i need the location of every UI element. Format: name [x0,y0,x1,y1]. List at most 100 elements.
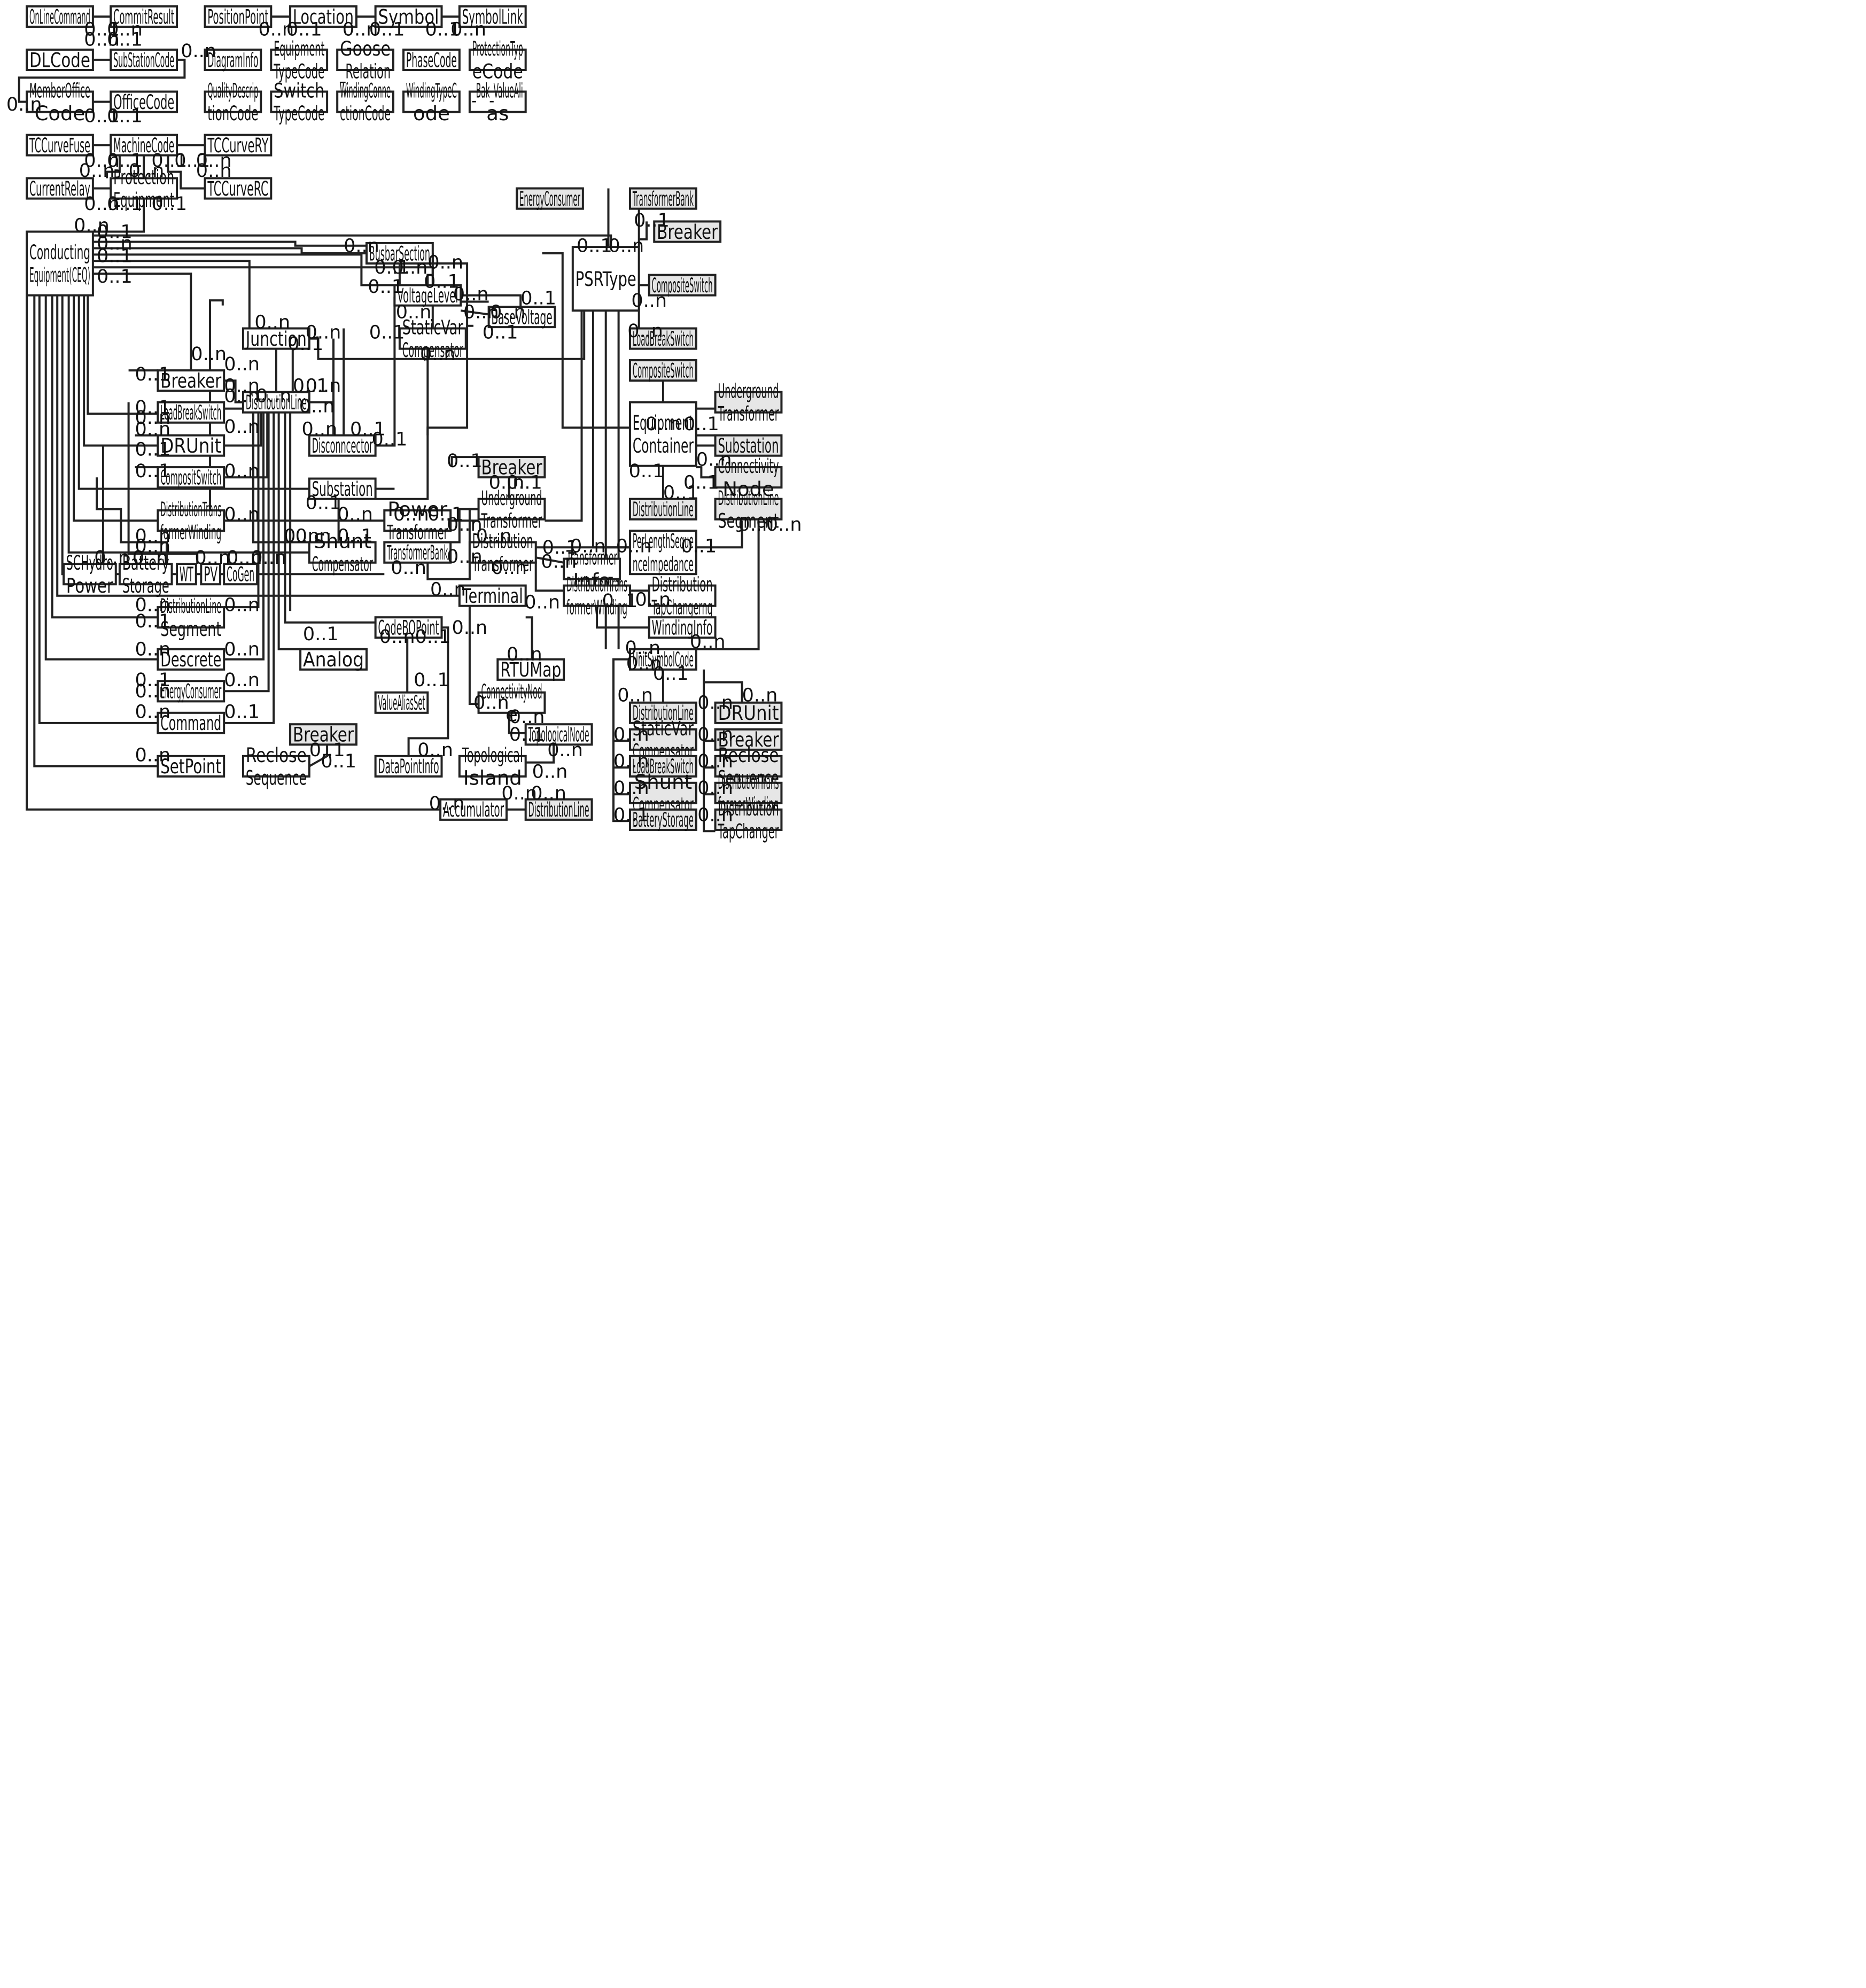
class-name: Protection [113,166,174,189]
association-line [525,744,555,764]
class-drunit: DRUnit [157,434,226,457]
class-box [308,434,377,457]
class-distributionline_shaded_c: DistributionLine [524,798,593,821]
class-name: DistributionLine [528,798,589,821]
multiplicity-label: 0..n [616,536,652,557]
association-line [308,744,329,767]
class-loadbreakswitch: LoadBreakSwitch [157,401,226,424]
class-box [477,498,546,521]
multiplicity-label: 0..n [227,547,262,569]
multiplicity-label: 0..n [447,546,483,568]
class-name: LoadBreakSwitch [633,755,694,778]
multiplicity-label: 0..n [453,284,489,305]
multiplicity-label: 0..n [635,589,671,611]
multiplicity-label: 0..n [133,547,168,569]
class-name: Compensator [402,339,463,362]
class-name: ValueAliasSet [378,692,425,715]
class-name: formerWinding [160,521,221,544]
class-name: Breaker [718,728,779,751]
multiplicity-label: 0..1 [634,210,670,231]
association-line [224,412,265,661]
class-box [628,701,697,724]
association-line [703,669,716,833]
class-name: TopologicalNode [528,724,589,747]
class-substationcode: SubStationCode [110,48,178,72]
class-name: OnLineCommand [29,5,90,28]
class-box [516,187,584,210]
class-box [653,220,722,243]
multiplicity-label: 0..n [609,236,644,257]
multiplicity-label: 0..n [195,547,230,569]
class-box [157,711,226,734]
class-name: Breaker [293,724,354,747]
class-box [176,563,197,586]
class-name: Island [463,766,522,789]
multiplicity-label: 0..n [196,160,232,182]
class-breaker_shaded_mid: Breaker [477,456,546,479]
class-junction: Junction [242,327,310,351]
class-batterystorage: BatteryStorage [118,552,173,597]
class-box [714,466,783,489]
multiplicity-label: 0..n [627,321,663,342]
multiplicity-label: 0..n [393,504,429,525]
class-drunit_shaded: DRUnit [714,701,783,725]
multiplicity-label: 0..n [430,579,466,601]
association-line [18,58,186,103]
class-box [468,90,527,113]
multiplicity-label: 0..n [224,639,260,661]
class-name: EnergyConsumer [160,680,221,703]
multiplicity-label: 0..n [766,514,802,535]
association-line [51,295,158,619]
multiplicity-label: 0..n [613,724,649,746]
class-name: _Relation [340,60,391,83]
multiplicity-label: 0..1 [507,472,542,494]
class-box [270,90,329,113]
association-line [696,521,743,549]
multiplicity-label: 0..n [135,594,171,616]
class-name: Breaker [657,221,718,244]
class-name: Transformer [387,521,448,544]
association-line [534,561,564,592]
multiplicity-label: 0..n [224,461,260,482]
multiplicity-label: 0..n [135,536,171,557]
multiplicity-label: 0..1 [424,271,460,292]
class-box [402,90,461,113]
multiplicity-label: 0..n [613,751,649,772]
class-box [336,90,394,113]
class-name: tionCode [207,102,258,125]
class-box [439,798,508,821]
class-box [157,369,226,392]
class-name: eCode [472,60,523,83]
class-name: Breaker [481,456,542,479]
class-box [468,48,527,71]
class-name: Equipment(CEQ) [29,264,90,287]
class-name: Substation [718,434,779,457]
class-name: nceImpedance [633,553,694,576]
class-name: CodeBOPoint [378,617,439,640]
class-box [477,456,546,479]
association-line [96,477,168,564]
multiplicity-label: 0..1 [97,246,133,267]
multiplicity-label: 0..1 [151,193,187,215]
association-line [432,262,473,327]
multiplicity-label: 0..n [427,252,463,274]
class-name: Reclose [246,744,307,767]
class-name: Power [66,574,114,597]
multiplicity-label: 0..1 [135,397,171,418]
class-officecode: OfficeCode [110,90,178,114]
multiplicity-label: 0..1 [107,150,143,172]
class-name: CommitResult [113,5,174,28]
class-box [628,648,697,671]
class-name: Command [160,712,221,735]
class-box [524,798,593,821]
class-box [299,648,368,671]
class-machinecode: MachineCode [110,134,178,157]
multiplicity-label: 0..n [531,783,566,804]
class-box [336,48,394,71]
multiplicity-label: 0..n [343,19,378,41]
class-name: PSRType [576,268,636,291]
